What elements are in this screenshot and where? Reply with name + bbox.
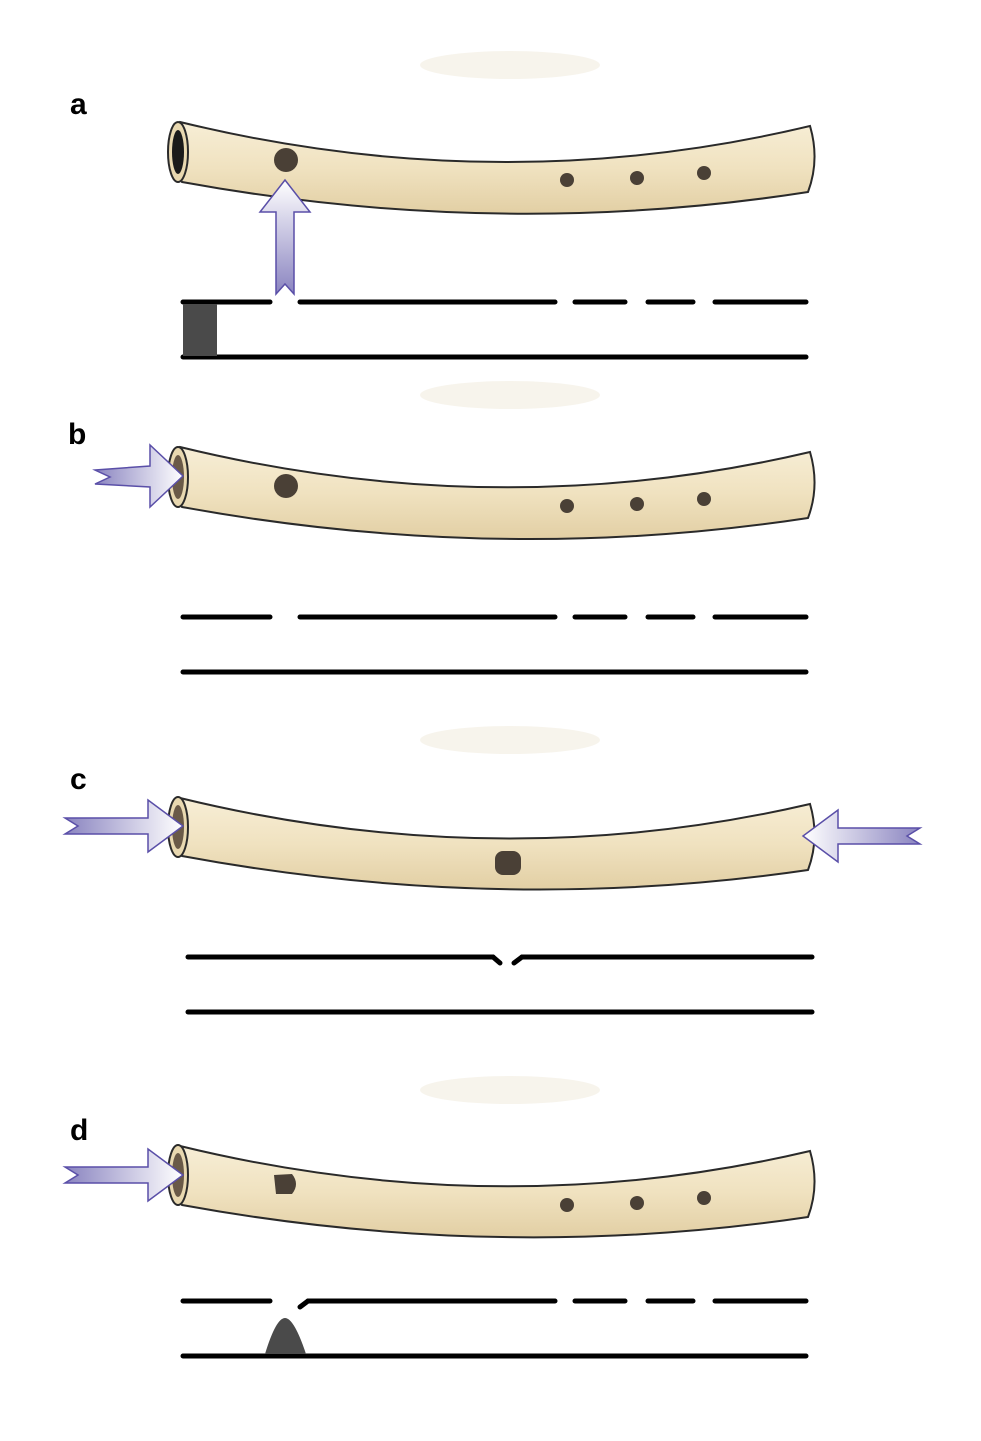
finger-hole: [630, 497, 644, 511]
end-plug-block: [183, 304, 217, 356]
thumb-hole: [274, 474, 298, 498]
finger-hole: [630, 171, 644, 185]
panel-b: b: [0, 0, 981, 700]
panel-label: a: [70, 88, 87, 121]
finger-hole: [560, 499, 574, 513]
air-arrow-right: [62, 1147, 185, 1203]
bone-flute: [167, 120, 816, 215]
internal-ridge-block: [265, 1318, 306, 1354]
air-arrow-right: [62, 798, 185, 854]
thumb-hole: [274, 148, 298, 172]
panel-a-drawing: [167, 120, 816, 360]
bore-schematic: [180, 1298, 809, 1359]
bone-flute: [167, 1144, 816, 1239]
air-arrow-left: [801, 808, 923, 864]
panel-a: a: [0, 0, 981, 380]
panel-label: d: [70, 1114, 89, 1147]
panel-b-drawing: [92, 443, 816, 675]
panel-label: c: [70, 763, 87, 796]
center-hole: [495, 851, 521, 875]
air-arrow-right: [92, 443, 185, 509]
finger-hole: [560, 173, 574, 187]
finger-hole: [697, 166, 711, 180]
panel-c-drawing: [62, 796, 923, 1015]
finger-hole: [697, 1191, 711, 1205]
bore-schematic: [180, 614, 809, 675]
panel-c: c: [62, 763, 923, 1015]
panel-label: b: [68, 418, 87, 451]
finger-hole: [630, 1196, 644, 1210]
air-arrow-up: [258, 178, 312, 296]
finger-hole: [697, 492, 711, 506]
bore-schematic: [185, 954, 815, 1015]
thumb-hole: [274, 1174, 296, 1194]
finger-hole: [560, 1198, 574, 1212]
bore-schematic: [180, 299, 809, 360]
